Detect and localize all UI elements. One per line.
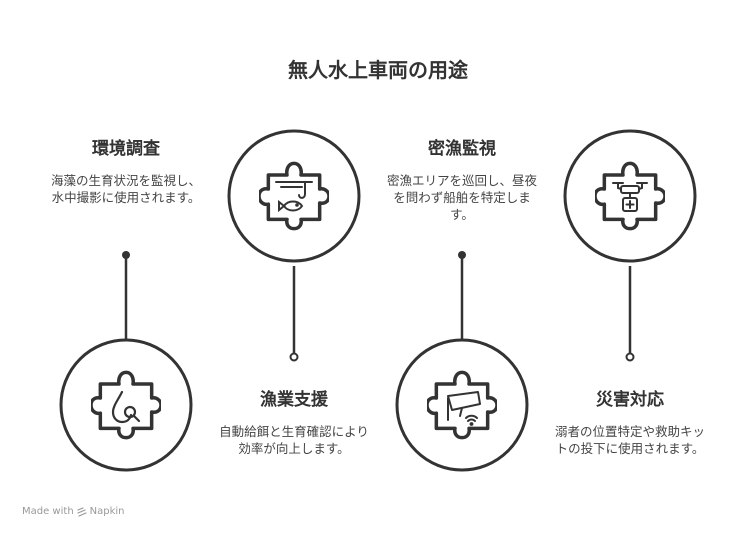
node-poaching (395, 338, 529, 472)
napkin-logo-icon (77, 506, 87, 517)
node-fishing (227, 129, 361, 263)
fish-hook-icon (275, 181, 313, 213)
water-drop-search-icon (111, 390, 141, 424)
connector-line (122, 251, 130, 340)
page-title: 無人水上車両の用途 (288, 58, 468, 82)
environment-description: 海藻の生育状況を監視し、水中撮影に使用されます。 (50, 173, 201, 205)
fishing-heading: 漁業支援 (260, 390, 328, 410)
connector-line (289, 266, 299, 362)
footer-brand: Napkin (89, 506, 125, 517)
connector-line (625, 266, 635, 362)
disaster-description: 溺者の位置特定や救助キットの投下に使用されます。 (554, 424, 705, 456)
disaster-heading: 災害対応 (596, 390, 664, 410)
drone-delivery-icon (612, 182, 648, 212)
poaching-heading: 密漁監視 (428, 139, 496, 159)
node-disaster (563, 129, 697, 263)
connector-line (458, 251, 466, 340)
footer-prefix: Made with (22, 506, 74, 517)
surveillance-camera-icon (447, 391, 481, 426)
node-circle (59, 338, 193, 472)
made-with-napkin-footer: Made with Napkin (22, 506, 125, 517)
node-environment (59, 338, 193, 472)
environment-heading: 環境調査 (92, 139, 160, 159)
node-circle (227, 129, 361, 263)
fishing-description: 自動給餌と生育確認により効率が向上します。 (219, 424, 369, 456)
poaching-description: 密漁エリアを巡回し、昼夜を問わず船舶を特定します。 (386, 173, 537, 222)
node-circle (395, 338, 529, 472)
